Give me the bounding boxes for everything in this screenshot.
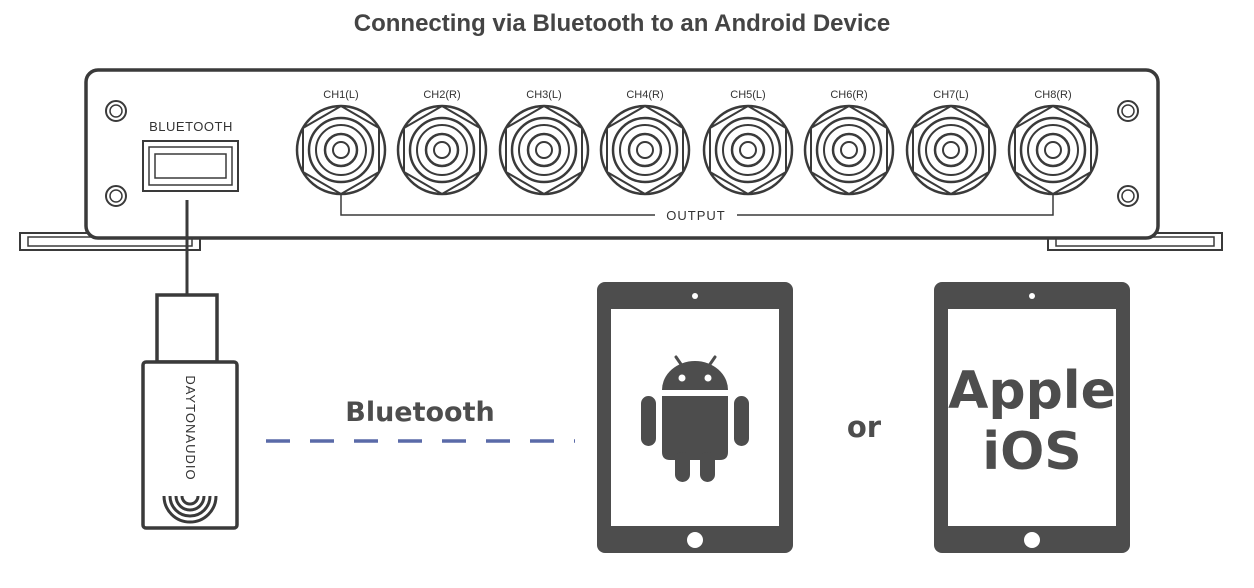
channel-label: CH8(R) [1034,89,1071,101]
channel-label: CH6(R) [830,89,867,101]
rca-jack [599,104,691,196]
channel-label: CH2(R) [423,89,460,101]
camera-icon [692,293,698,299]
ios-tablet-line1: Apple [948,361,1116,421]
output-bracket [340,194,1054,216]
usb-port [142,140,239,192]
channel-label: CH7(L) [933,89,968,101]
rca-jack [295,104,387,196]
screw-icon [105,185,127,207]
channel-label: CH4(R) [626,89,663,101]
screw-icon [1117,185,1139,207]
screw-icon [1117,100,1139,122]
screw-icon [105,100,127,122]
dongle-brand-text: DAYTONAUDIO [183,375,198,480]
channel-label: CH3(L) [526,89,561,101]
android-tablet [597,282,793,553]
home-button-icon [687,532,703,548]
home-button-icon [1024,532,1040,548]
rca-jack [1007,104,1099,196]
output-jacks [295,104,1099,196]
bluetooth-connection-label: Bluetooth [345,397,495,428]
bluetooth-port-label: BLUETOOTH [149,119,233,134]
rca-jack [905,104,997,196]
channel-label: CH1(L) [323,89,358,101]
rca-jack [498,104,590,196]
ios-tablet-line2: iOS [982,422,1081,482]
bluetooth-dongle [141,293,239,530]
rca-jack [396,104,488,196]
dayton-audio-logo-icon [162,495,218,524]
or-separator: or [847,410,882,444]
channel-label: CH5(L) [730,89,765,101]
android-logo-icon [641,355,749,482]
output-label: OUTPUT [666,208,725,223]
diagram-title: Connecting via Bluetooth to an Android D… [354,10,890,37]
ios-tablet [934,282,1130,553]
camera-icon [1029,293,1035,299]
rca-jack [702,104,794,196]
rca-jack [803,104,895,196]
